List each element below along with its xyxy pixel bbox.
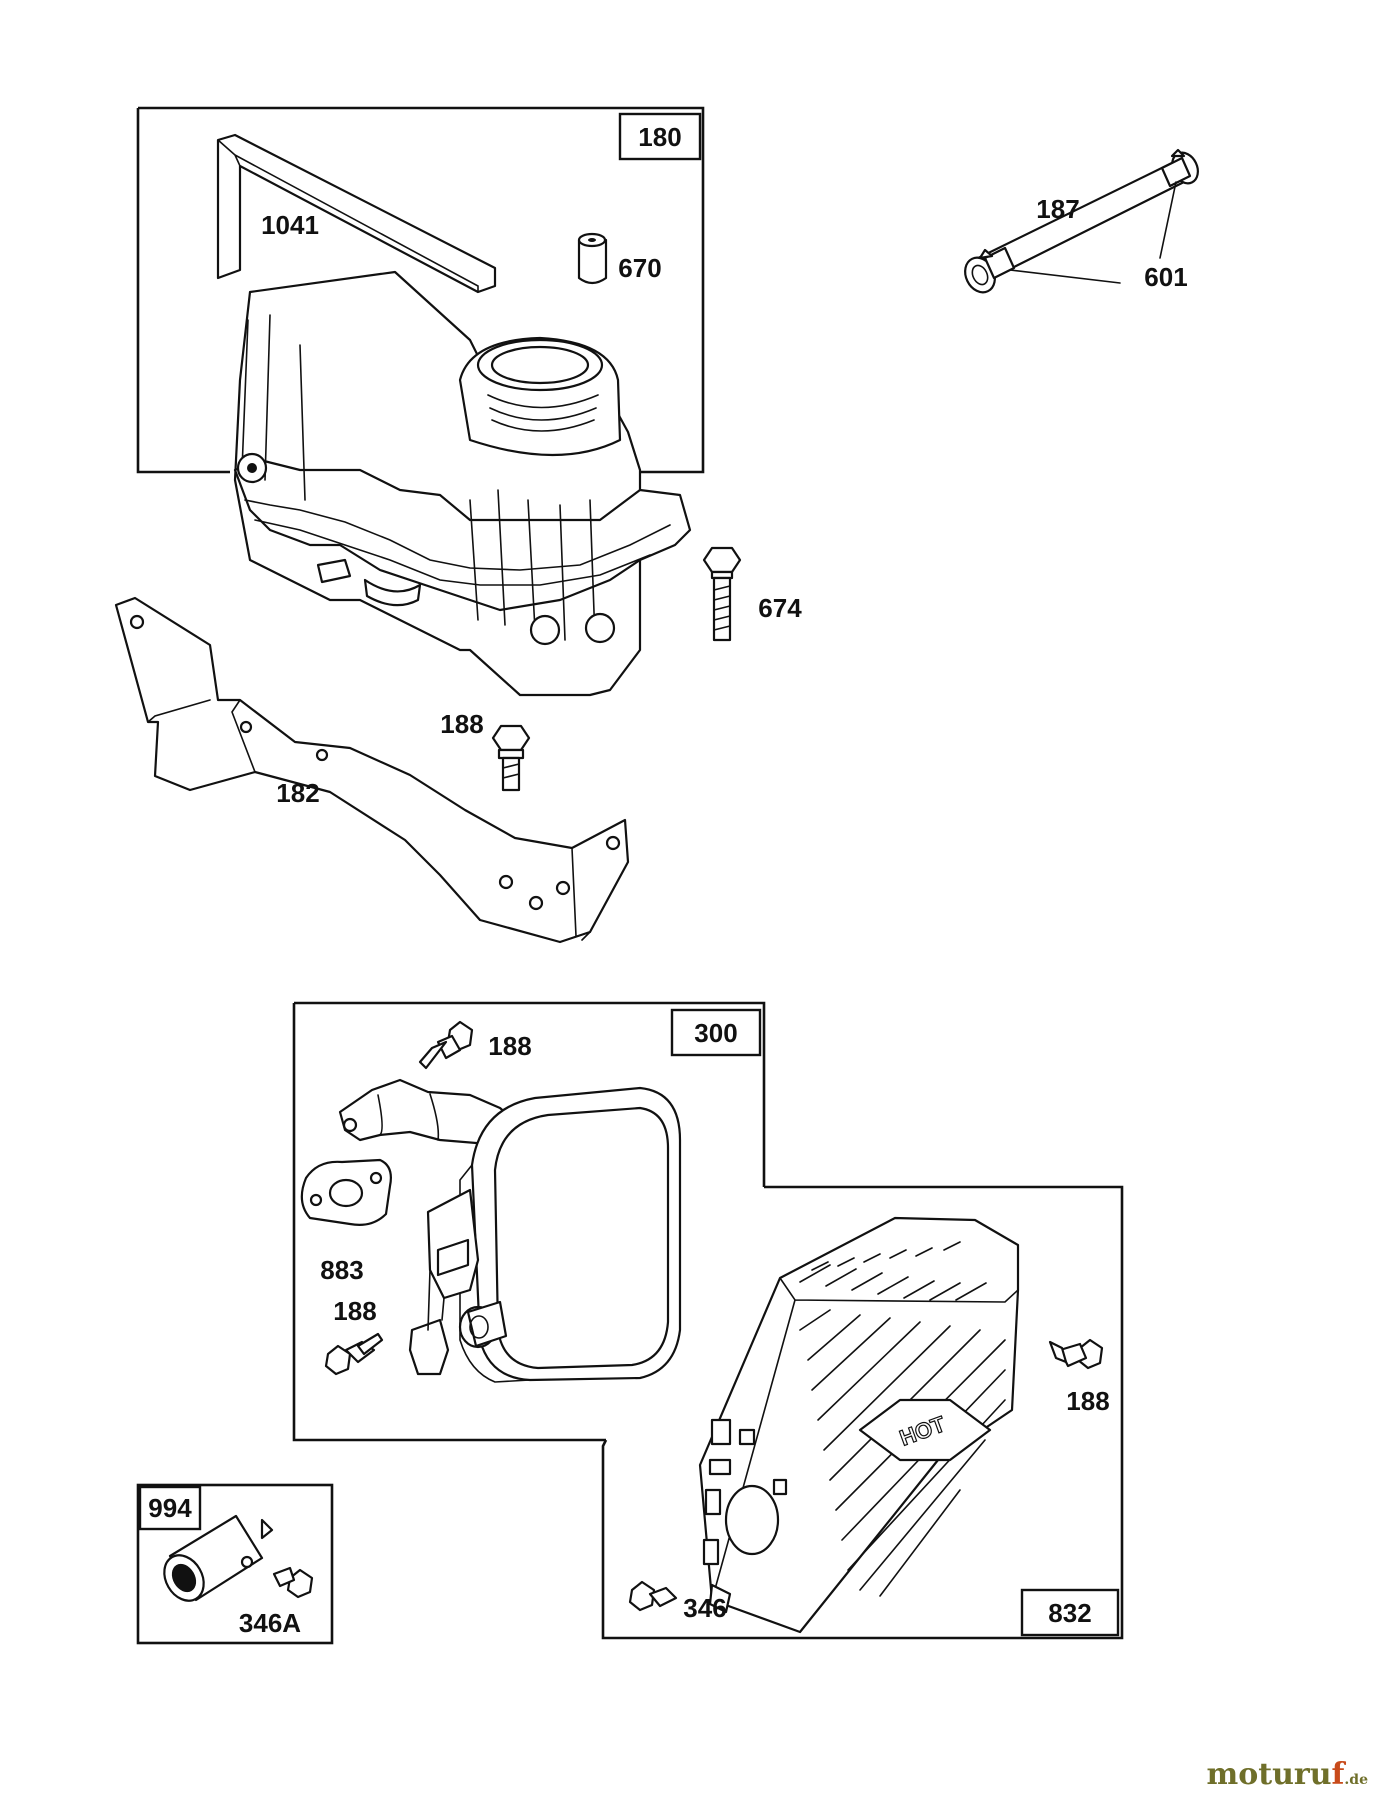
group-994-label: 994 [148, 1493, 192, 1523]
bolt-188-upper-part [491, 724, 531, 792]
oil-tank-bracket-part [216, 133, 497, 294]
callout-188-upper: 188 [440, 709, 483, 739]
callout-1041: 1041 [261, 210, 319, 240]
callout-670: 670 [618, 253, 661, 283]
callout-601: 601 [1144, 262, 1187, 292]
watermark-main: moturu [1206, 1757, 1332, 1792]
tank-mount-bracket-part [114, 596, 630, 944]
callout-346: 346 [683, 1593, 726, 1623]
group-832-frame: 832 [601, 1185, 1124, 1640]
fuel-hose-part [964, 148, 1199, 294]
callout-883: 883 [320, 1255, 363, 1285]
sleeve-part [577, 232, 608, 285]
spark-arrester-part [163, 1514, 274, 1602]
callout-187: 187 [1036, 194, 1079, 224]
callout-346a: 346A [239, 1608, 301, 1638]
bolt-188-lower-left-part [324, 1332, 384, 1376]
heat-shield-part: HOT [698, 1216, 1020, 1634]
callout-674: 674 [758, 593, 802, 623]
group-832-label: 832 [1048, 1598, 1091, 1628]
callout-188-muffler-top: 188 [488, 1031, 531, 1061]
group-180-label: 180 [638, 122, 681, 152]
callout-182: 182 [276, 778, 319, 808]
gasket-part [300, 1158, 392, 1226]
screw-346a-part [272, 1566, 314, 1599]
group-300-label: 300 [694, 1018, 737, 1048]
callout-188-shield: 188 [1066, 1386, 1109, 1416]
site-watermark: moturuf.de [1206, 1757, 1368, 1792]
bolt-674-part [702, 546, 742, 642]
group-994-frame: 994 [136, 1483, 334, 1645]
watermark-accent: f [1331, 1757, 1345, 1792]
bolt-188-muffler-part [418, 1020, 474, 1070]
muffler-part [338, 1078, 682, 1383]
watermark-tld: .de [1344, 1772, 1368, 1788]
callout-188-muffler-left: 188 [333, 1296, 376, 1326]
bolt-188-right-part [1048, 1338, 1104, 1370]
bolt-346-part [628, 1580, 678, 1612]
oil-tank-part [233, 270, 692, 697]
group-300-frame: 300 [292, 1001, 766, 1442]
